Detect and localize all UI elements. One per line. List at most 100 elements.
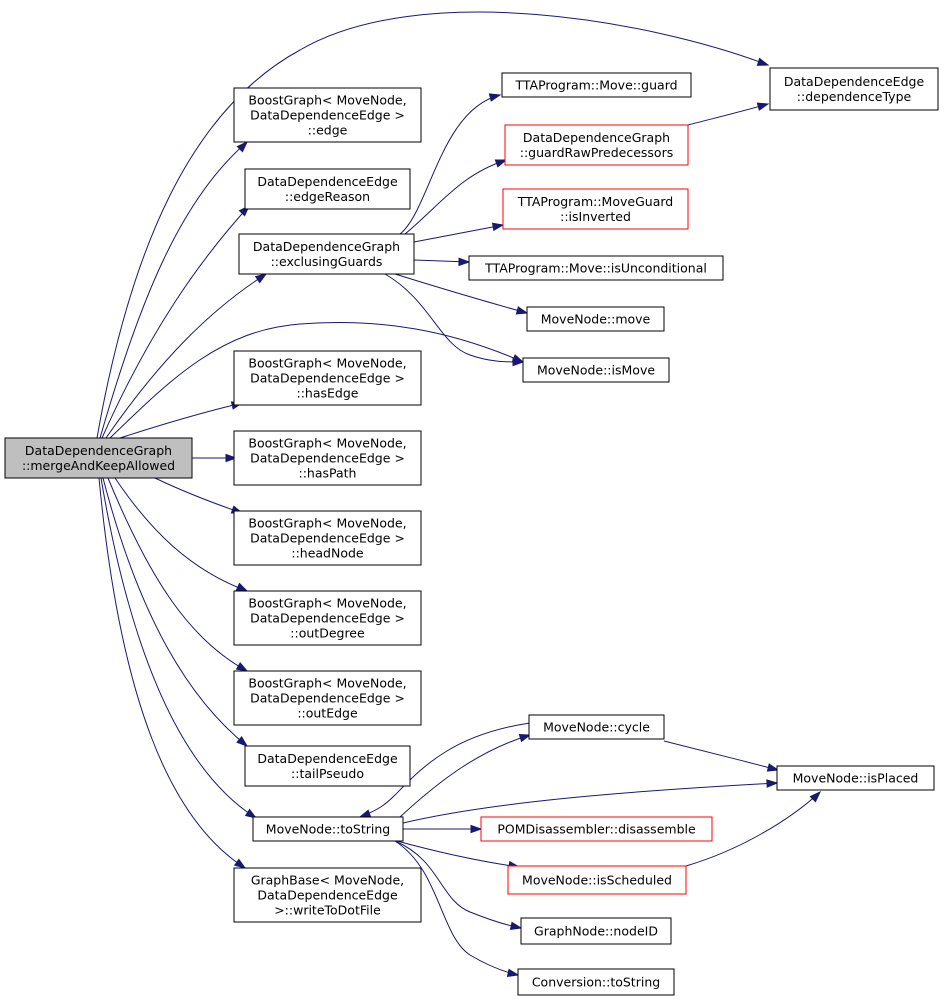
node-dde-dependenceType[interactable]: DataDependenceEdge::dependenceType: [769, 67, 939, 111]
node-bg-outDegree[interactable]: BoostGraph< MoveNode,DataDependenceEdge …: [233, 590, 422, 646]
node-label-line: ::mergeAndKeepAllowed: [22, 458, 175, 473]
edge-ddg-exclusingGuards-to-mn-move: [394, 273, 529, 315]
arrowhead-icon: [766, 763, 780, 772]
edge-line: [96, 11, 769, 439]
node-box: [238, 233, 415, 275]
node-box: [252, 816, 404, 842]
edge-root-to-ddg-exclusingGuards: [105, 273, 268, 439]
node-box: [517, 968, 675, 996]
edge-mn-isScheduled-to-mn-isPlaced: [685, 790, 822, 867]
node-bg-headNode[interactable]: BoostGraph< MoveNode,DataDependenceEdge …: [233, 510, 422, 566]
node-dde-tailPseudo[interactable]: DataDependenceEdge::tailPseudo: [244, 745, 411, 787]
arrowhead-icon: [809, 790, 822, 803]
edge-mn-toString-to-mn-isPlaced: [402, 779, 779, 824]
node-label-line: DataDependenceEdge >: [250, 611, 405, 626]
node-label-line: BoostGraph< MoveNode,: [248, 436, 406, 451]
node-label-line: DataDependenceEdge >: [250, 451, 405, 466]
node-box: [504, 124, 689, 166]
edges-layer: [96, 11, 822, 978]
node-label-line: DataDependenceEdge: [257, 888, 398, 903]
edge-line: [394, 273, 528, 314]
node-root[interactable]: DataDependenceGraph::mergeAndKeepAllowed: [4, 437, 193, 479]
edge-line: [154, 477, 243, 514]
node-box: [502, 188, 689, 230]
node-ddg-guardRawPredecessors[interactable]: DataDependenceGraph::guardRawPredecessor…: [504, 124, 689, 166]
node-label-line: DataDependenceEdge >: [250, 531, 405, 546]
node-label-line: ::hasEdge: [297, 386, 359, 401]
node-box: [233, 867, 422, 923]
node-box: [507, 865, 687, 895]
edge-mn-toString-to-conv-toString: [394, 840, 520, 978]
node-label-line: BoostGraph< MoveNode,: [248, 516, 406, 531]
arrowhead-icon: [358, 809, 372, 818]
node-mn-cycle[interactable]: MoveNode::cycle: [528, 714, 665, 740]
node-label-line: >::writeToDotFile: [274, 903, 381, 918]
edge-ddg-exclusingGuards-to-tta-moveguard-isInverted: [413, 222, 505, 243]
node-label-line: ::dependenceType: [797, 89, 912, 104]
edge-line: [687, 103, 769, 126]
arrowhead-icon: [254, 273, 268, 284]
arrowhead-icon: [236, 140, 249, 153]
arrowhead-icon: [244, 808, 258, 819]
node-label-line: MoveNode::isScheduled: [522, 873, 672, 888]
node-bg-hasPath[interactable]: BoostGraph< MoveNode,DataDependenceEdge …: [233, 430, 422, 486]
node-bg-hasEdge[interactable]: BoostGraph< MoveNode,DataDependenceEdge …: [233, 350, 422, 406]
node-ddg-exclusingGuards[interactable]: DataDependenceGraph::exclusingGuards: [238, 233, 415, 275]
arrowhead-icon: [515, 306, 529, 315]
edge-root-to-dde-edgeReason: [101, 204, 251, 439]
node-label-line: MoveNode::cycle: [543, 720, 650, 735]
node-dde-edgeReason[interactable]: DataDependenceEdge::edgeReason: [244, 168, 411, 210]
node-mn-isScheduled[interactable]: MoveNode::isScheduled: [507, 865, 687, 895]
edge-ddg-exclusingGuards-to-tta-move-guard: [399, 93, 502, 235]
node-label-line: TTAProgram::Move::isUnconditional: [484, 261, 707, 276]
edge-root-to-bg-edge: [99, 140, 249, 439]
node-box: [233, 350, 422, 406]
edge-line: [102, 477, 248, 747]
node-label-line: ::headNode: [291, 546, 364, 561]
node-gn-nodeID[interactable]: GraphNode::nodeID: [520, 917, 672, 945]
node-label-line: DataDependenceEdge >: [250, 108, 405, 123]
node-box: [244, 745, 411, 787]
node-label-line: DataDependenceEdge: [257, 174, 398, 189]
node-box: [233, 670, 422, 726]
node-tta-move-isUnconditional[interactable]: TTAProgram::Move::isUnconditional: [468, 255, 724, 281]
node-mn-isPlaced[interactable]: MoveNode::isPlaced: [776, 765, 935, 791]
node-bg-edge[interactable]: BoostGraph< MoveNode,DataDependenceEdge …: [233, 87, 422, 143]
node-label-line: ::exclusingGuards: [271, 254, 383, 269]
node-label-line: BoostGraph< MoveNode,: [248, 676, 406, 691]
node-label-line: GraphNode::nodeID: [534, 924, 658, 939]
node-bg-outEdge[interactable]: BoostGraph< MoveNode,DataDependenceEdge …: [233, 670, 422, 726]
edge-ddg-exclusingGuards-to-ddg-guardRawPredecessors: [404, 159, 508, 235]
node-gb-writeToDotFile[interactable]: GraphBase< MoveNode,DataDependenceEdge>:…: [233, 867, 422, 923]
arrowhead-icon: [506, 968, 520, 978]
node-mn-move[interactable]: MoveNode::move: [526, 306, 665, 332]
node-tta-move-guard[interactable]: TTAProgram::Move::guard: [501, 72, 692, 98]
node-label-line: GraphBase< MoveNode,: [251, 873, 404, 888]
node-label-line: DataDependenceEdge >: [250, 371, 405, 386]
edge-root-to-gb-writeToDotFile: [98, 477, 247, 869]
node-label-line: MoveNode::toString: [266, 822, 390, 837]
node-label-line: DataDependenceGraph: [523, 130, 670, 145]
node-box: [233, 510, 422, 566]
edge-line: [105, 273, 267, 439]
node-tta-moveguard-isInverted[interactable]: TTAProgram::MoveGuard::isInverted: [502, 188, 689, 230]
node-conv-toString[interactable]: Conversion::toString: [517, 968, 675, 996]
node-label-line: POMDisassembler::disassemble: [497, 822, 696, 837]
edge-root-to-bg-outEdge: [107, 477, 249, 672]
arrowhead-icon: [235, 582, 249, 592]
node-mn-isMove[interactable]: MoveNode::isMove: [522, 357, 670, 383]
node-pom-disassemble[interactable]: POMDisassembler::disassemble: [480, 816, 713, 842]
edge-ddg-exclusingGuards-to-tta-move-isUnconditional: [413, 257, 471, 267]
node-label-line: DataDependenceGraph: [253, 239, 400, 254]
node-label-line: ::hasPath: [299, 466, 357, 481]
node-label-line: MoveNode::move: [541, 312, 651, 327]
node-box: [776, 765, 935, 791]
node-mn-toString[interactable]: MoveNode::toString: [252, 816, 404, 842]
edge-root-to-bg-hasEdge: [119, 401, 244, 439]
edge-line: [396, 840, 520, 868]
node-label-line: ::isInverted: [560, 209, 631, 224]
edge-root-to-dde-tailPseudo: [102, 477, 249, 747]
edge-line: [394, 840, 519, 976]
node-label-line: TTAProgram::MoveGuard: [517, 194, 673, 209]
